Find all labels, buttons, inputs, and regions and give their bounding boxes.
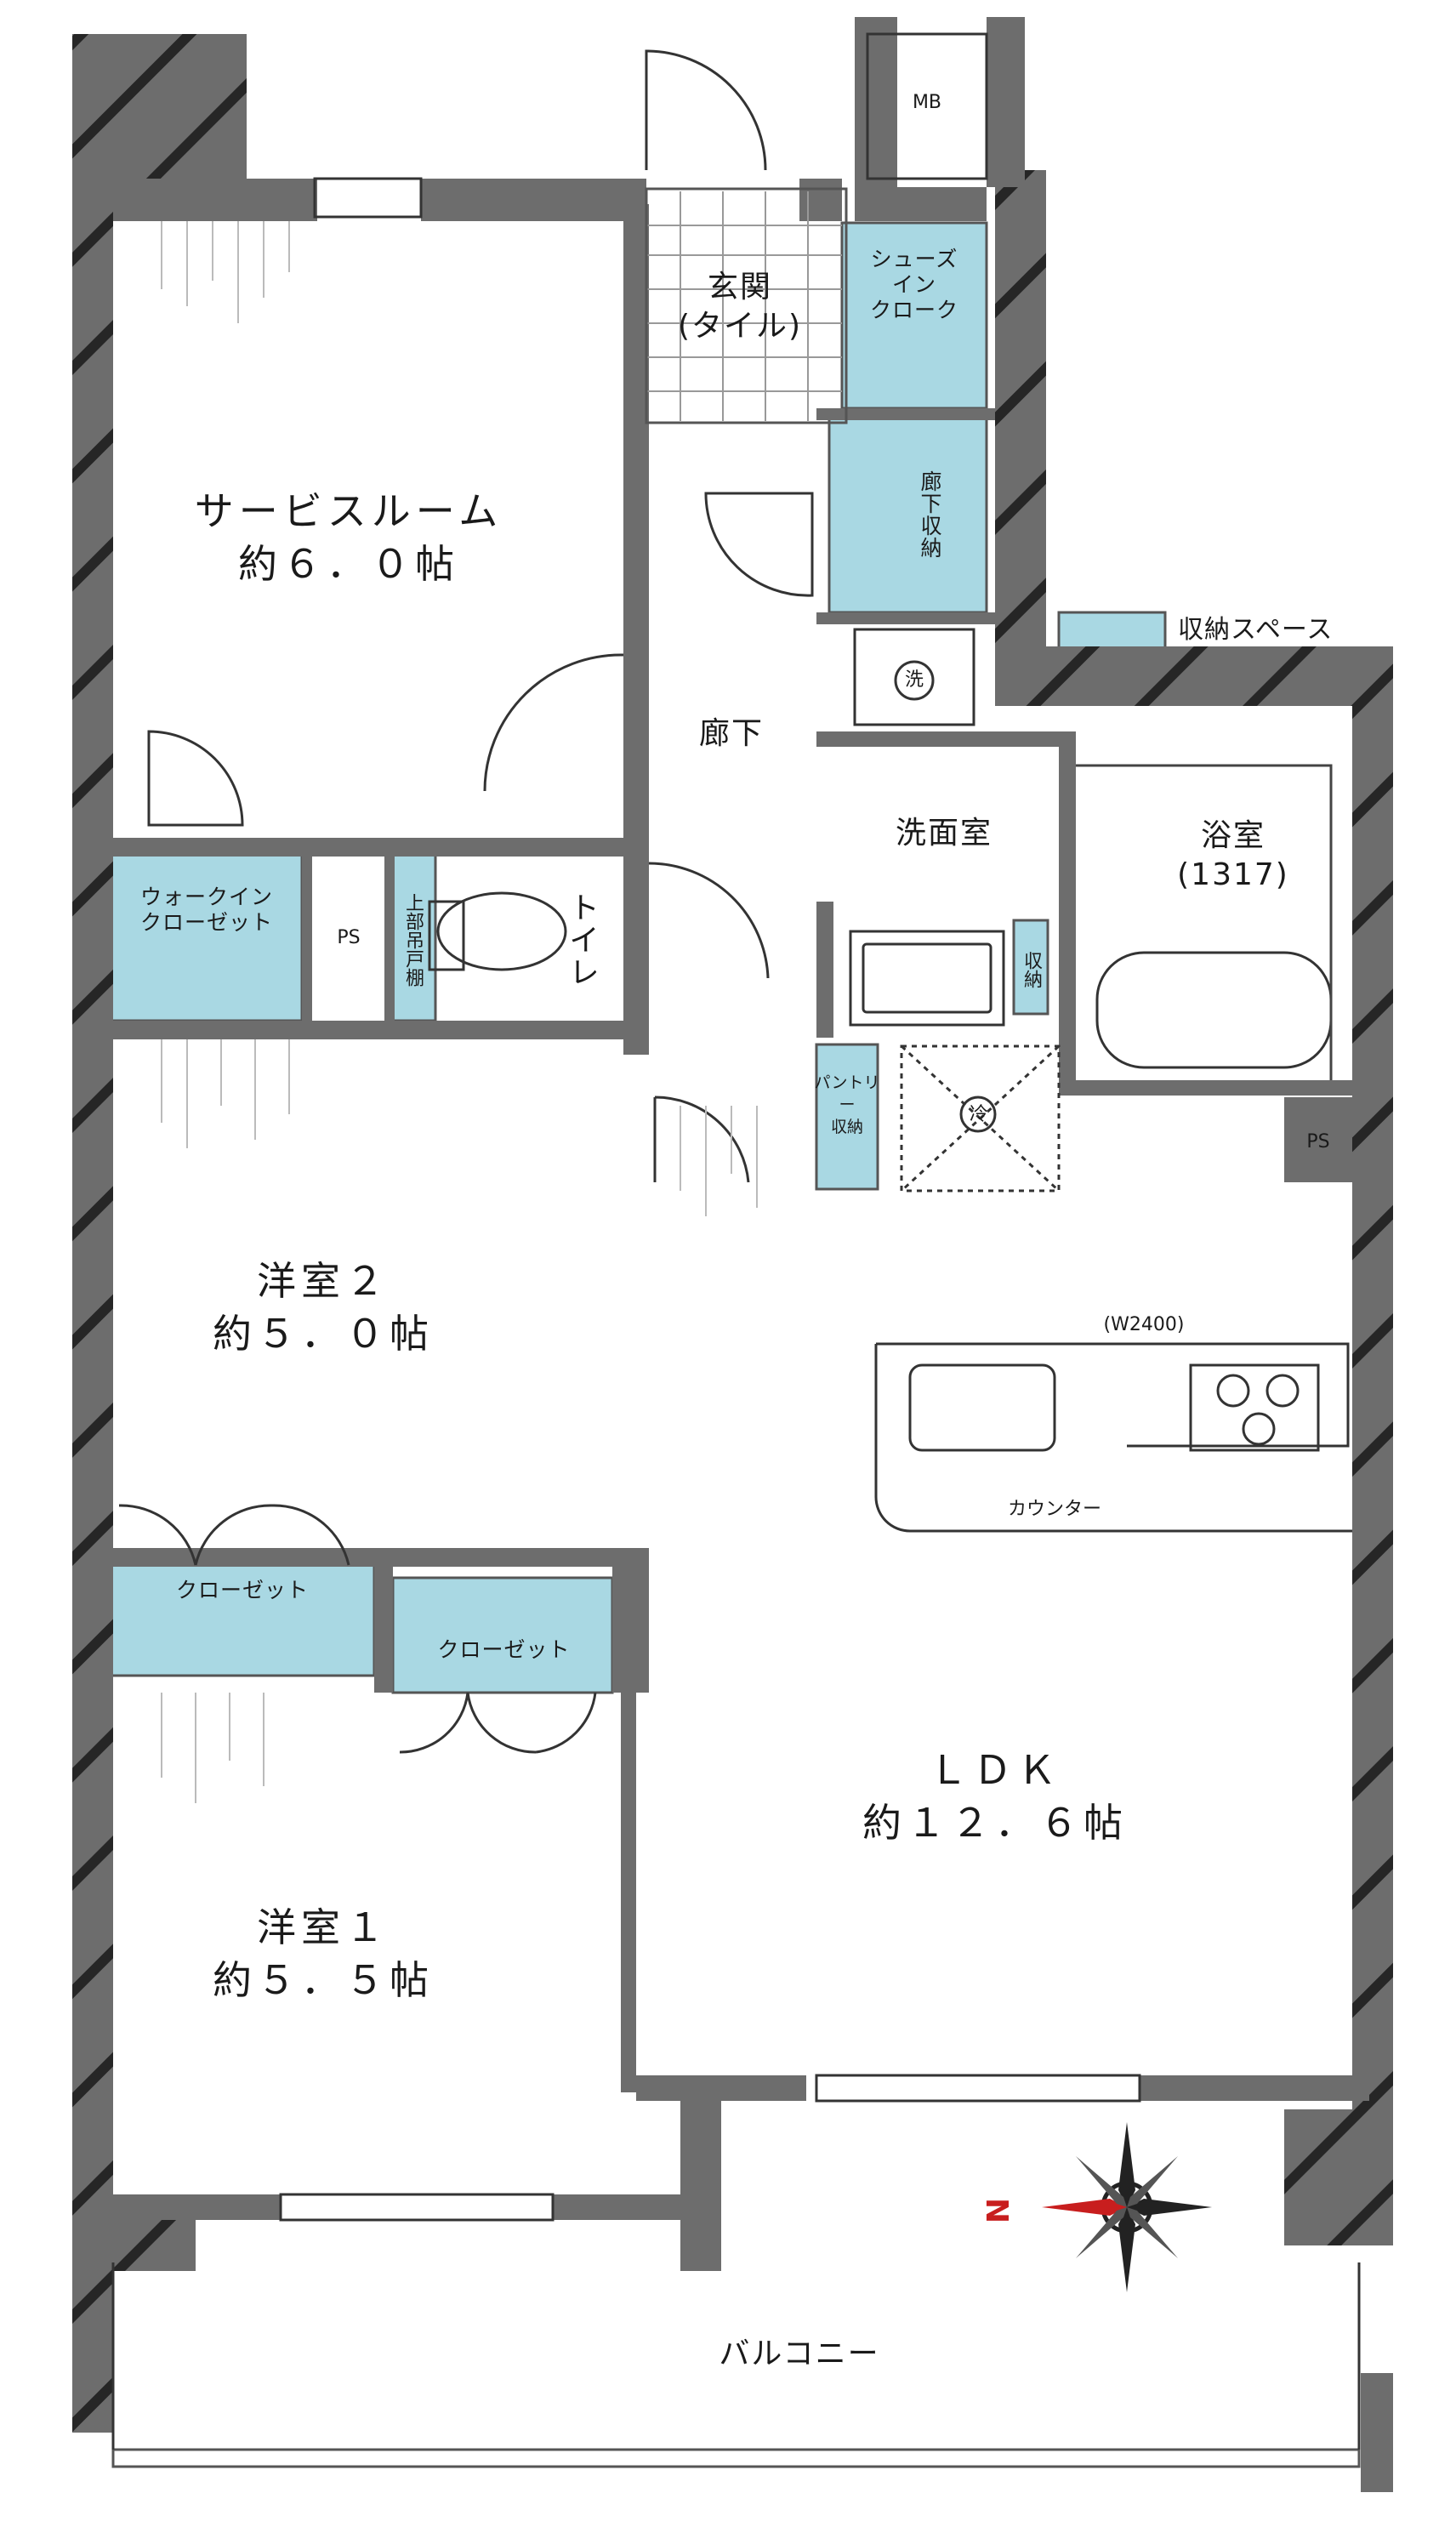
mb-label: MB [912, 92, 942, 113]
toilet-label: トイレ [564, 891, 599, 988]
laundry-mark: 洗 [904, 669, 924, 691]
walk-in-closet-label: ウォークイン クローゼット [139, 885, 273, 935]
shoes-in-cloak-label: シューズ イン クローク [869, 247, 958, 322]
room2-label: 洋室２ 約５．０帖 [213, 1258, 434, 1357]
upper-storage-label: 上部吊戸棚 [402, 893, 424, 987]
fixtures [111, 32, 1361, 2468]
closet-left [109, 1563, 376, 1677]
counter-label: カウンター [1007, 1499, 1101, 1520]
shoes-in-cloak [840, 221, 988, 410]
bathroom-label: 浴室 (1317) [1177, 818, 1289, 892]
compass-icon [1042, 2122, 1212, 2292]
closet-label-right: クローゼット [437, 1637, 571, 1662]
window-light [161, 221, 758, 1803]
pantry-label: パントリー 収納 [814, 1073, 880, 1136]
closet-right [391, 1576, 614, 1694]
washroom-label: 洗面室 [895, 816, 992, 851]
ldk-label: ＬＤＫ 約１２．６帖 [862, 1747, 1128, 1846]
legend-label: 収納スペース [1178, 615, 1334, 645]
north-label: N [981, 2195, 1016, 2224]
balcony-label: バルコニー [719, 2336, 880, 2371]
ps-label-left: PS [337, 927, 361, 948]
closet-label-left: クローゼット [175, 1578, 309, 1602]
walk-in-closet [109, 853, 304, 1022]
legend-swatch [1057, 611, 1167, 652]
ps-label-right: PS [1306, 1131, 1330, 1153]
kitchen-width-label: (W2400) [1103, 1314, 1185, 1335]
wash-storage [1012, 919, 1049, 1016]
wash-storage-label: 収納 [1021, 951, 1042, 988]
hallway-label: 廊下 [698, 716, 764, 751]
pantry-storage [815, 1043, 879, 1191]
rouka-storage [828, 417, 988, 614]
genkan-label: 玄関 (タイル) [677, 270, 803, 344]
fridge-mark: 冷 [969, 1104, 988, 1125]
rouka-storage-label: 廊下収納 [918, 470, 942, 559]
room1-label: 洋室１ 約５．５帖 [213, 1904, 434, 2003]
service-room-label: サービスルーム 約６．０帖 [194, 488, 503, 587]
interior-walls [111, 179, 1369, 2271]
